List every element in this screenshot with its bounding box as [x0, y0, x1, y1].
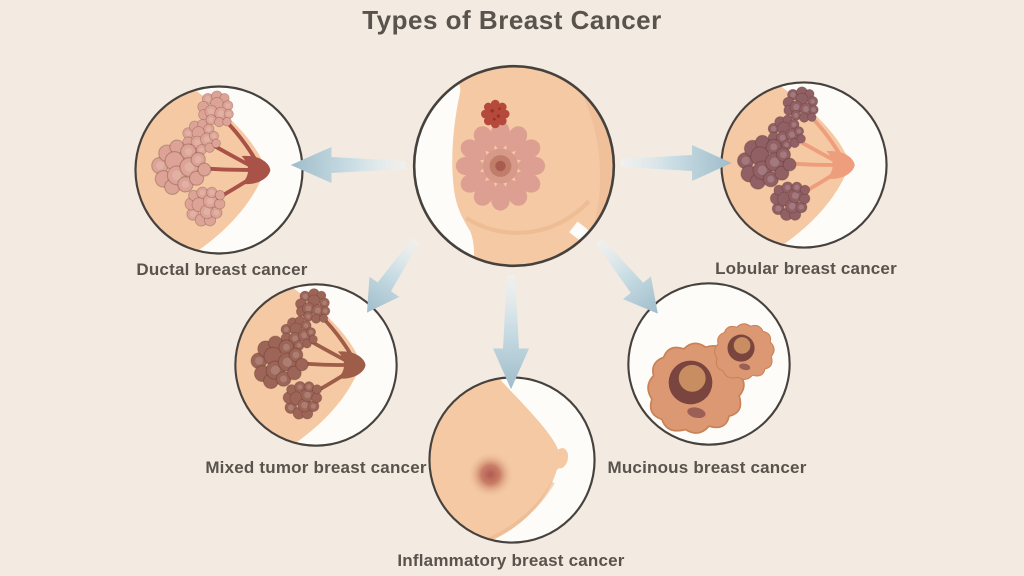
inflammatory-breast-illustration — [428, 376, 596, 544]
lobule-flower — [455, 121, 546, 211]
mixed-tumor-breast-illustration — [234, 283, 398, 447]
inflamed-spot — [467, 451, 514, 498]
mucinous-breast-cancer-node — [625, 280, 793, 448]
inflammatory-breast-cancer-node — [426, 374, 598, 546]
label-mixed-tumor: Mixed tumor breast cancer — [205, 458, 427, 477]
breast-overview-illustration — [412, 64, 616, 268]
lobular-breast-cancer-node — [718, 79, 890, 251]
arrow-to-lobular — [620, 141, 734, 185]
central-breast-node — [410, 62, 618, 270]
ductal-breast-illustration — [134, 85, 304, 255]
label-lobular: Lobular breast cancer — [715, 259, 897, 278]
diagram-title: Types of Breast Cancer — [362, 5, 662, 35]
lobular-breast-illustration — [720, 81, 888, 249]
arrow-to-ductal — [289, 143, 406, 187]
label-inflammatory: Inflammatory breast cancer — [397, 551, 625, 570]
tumor-blob — [481, 99, 510, 129]
mixed-tumor-breast-cancer-node — [232, 281, 400, 449]
ductal-breast-cancer-node — [132, 83, 306, 257]
label-ductal: Ductal breast cancer — [136, 260, 308, 279]
arrow-to-inflammatory — [489, 274, 533, 391]
mucinous-cells-illustration — [627, 282, 791, 446]
label-mucinous: Mucinous breast cancer — [607, 458, 807, 477]
